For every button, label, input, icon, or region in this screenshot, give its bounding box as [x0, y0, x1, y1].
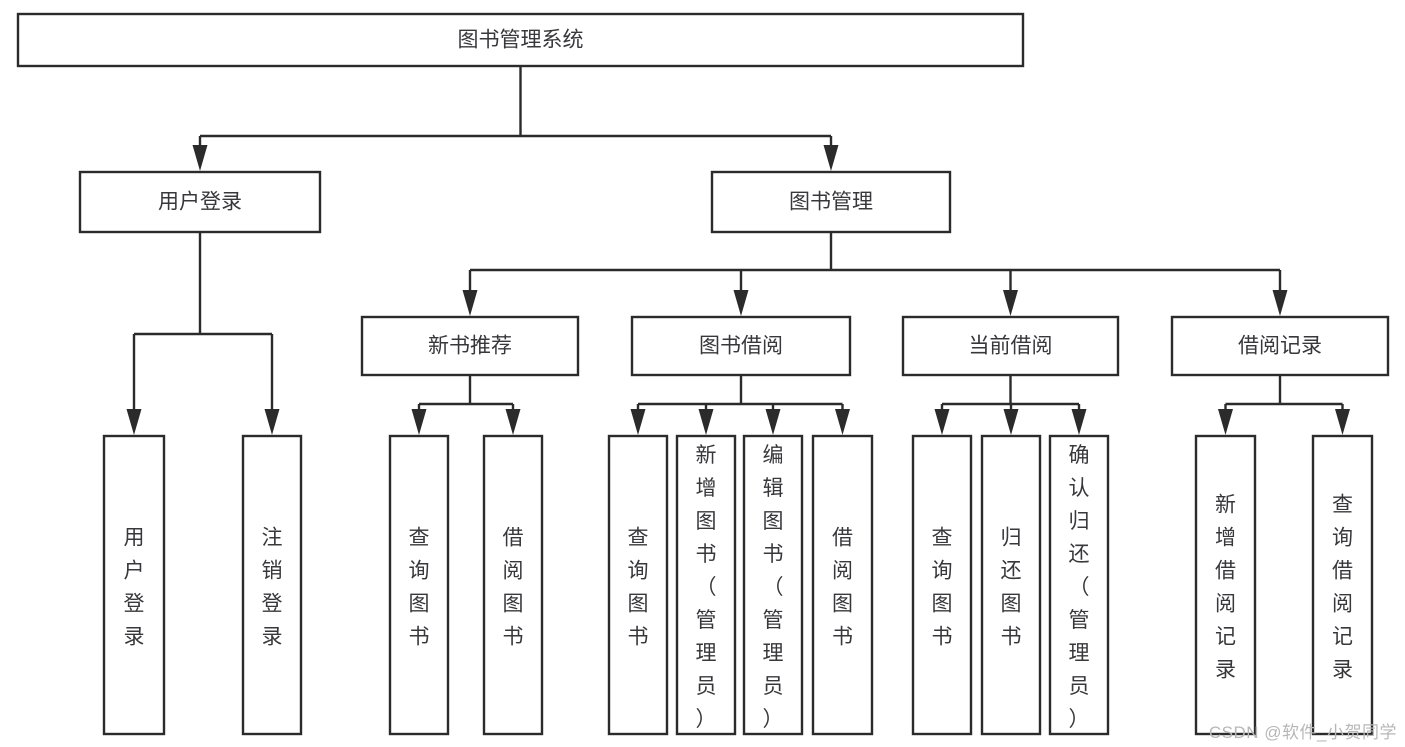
node-box-leaf-query-books-current[interactable]: [911, 434, 973, 736]
node-leaf-add-book-admin[interactable]: 新增图书（管理员）: [675, 434, 737, 736]
node-leaf-confirm-return-admin[interactable]: 确认归还（管理员）: [1048, 434, 1110, 736]
node-label-book-management: 图书管理: [789, 191, 873, 214]
node-box-leaf-return-book[interactable]: [980, 434, 1042, 736]
node-label-leaf-query-borrow-record: 查询借阅记录: [1332, 494, 1353, 682]
node-box-new-book-recommend[interactable]: [360, 315, 580, 377]
node-label-current-borrow: 当前借阅: [969, 335, 1053, 358]
node-label-new-book-recommend: 新书推荐: [428, 335, 512, 358]
node-book-management[interactable]: 图书管理: [710, 170, 952, 234]
node-leaf-borrow-books-recommend[interactable]: 借阅图书: [482, 434, 544, 736]
node-leaf-query-borrow-record[interactable]: 查询借阅记录: [1311, 434, 1374, 736]
node-label-leaf-edit-book-admin: 编辑图书（管理员）: [763, 444, 784, 731]
node-leaf-edit-book-admin[interactable]: 编辑图书（管理员）: [742, 434, 804, 736]
node-label-leaf-return-book: 归还图书: [1001, 527, 1022, 649]
node-label-leaf-add-borrow-record: 新增借阅记录: [1215, 494, 1236, 682]
node-box-borrow-records[interactable]: [1170, 315, 1390, 377]
node-leaf-borrow-book[interactable]: 借阅图书: [811, 434, 874, 736]
node-label-leaf-logout: 注销登录: [262, 527, 283, 649]
connectors-layer: [126, 66, 1350, 435]
connector-group-borrow-records: [1218, 375, 1350, 435]
node-leaf-user-login[interactable]: 用户登录: [102, 434, 166, 736]
node-user-login[interactable]: 用户登录: [78, 170, 322, 234]
connector-group-book-borrow: [630, 375, 850, 435]
watermark-text: CSDN @软件_小贺同学: [1208, 723, 1397, 742]
node-box-book-borrow[interactable]: [630, 315, 852, 377]
node-box-leaf-user-login[interactable]: [102, 434, 166, 736]
node-label-leaf-user-login: 用户登录: [124, 527, 145, 649]
node-box-root[interactable]: [16, 12, 1025, 68]
connector-group-current-borrow: [934, 375, 1087, 435]
node-leaf-add-borrow-record[interactable]: 新增借阅记录: [1194, 434, 1257, 736]
node-leaf-logout[interactable]: 注销登录: [241, 434, 303, 736]
connector-group-root: [192, 66, 839, 171]
node-label-leaf-borrow-book: 借阅图书: [832, 527, 853, 649]
node-label-root: 图书管理系统: [458, 29, 584, 52]
node-box-leaf-add-book-admin[interactable]: [675, 434, 737, 736]
node-leaf-query-books-recommend[interactable]: 查询图书: [388, 434, 450, 736]
node-box-leaf-edit-book-admin[interactable]: [742, 434, 804, 736]
node-box-leaf-query-books-borrow[interactable]: [607, 434, 669, 736]
nodes-layer: 图书管理系统用户登录图书管理新书推荐图书借阅当前借阅借阅记录用户登录注销登录查询…: [16, 12, 1390, 736]
node-label-borrow-records: 借阅记录: [1238, 335, 1322, 358]
node-label-user-login: 用户登录: [158, 191, 242, 214]
node-box-leaf-query-borrow-record[interactable]: [1311, 434, 1374, 736]
connector-group-user-login: [126, 232, 280, 435]
node-box-current-borrow[interactable]: [901, 315, 1120, 377]
node-box-leaf-query-books-recommend[interactable]: [388, 434, 450, 736]
node-label-book-borrow: 图书借阅: [699, 335, 783, 358]
node-leaf-return-book[interactable]: 归还图书: [980, 434, 1042, 736]
node-box-leaf-confirm-return-admin[interactable]: [1048, 434, 1110, 736]
node-box-leaf-borrow-books-recommend[interactable]: [482, 434, 544, 736]
node-label-leaf-query-books-current: 查询图书: [932, 527, 953, 649]
node-box-leaf-add-borrow-record[interactable]: [1194, 434, 1257, 736]
node-box-leaf-logout[interactable]: [241, 434, 303, 736]
node-box-leaf-borrow-book[interactable]: [811, 434, 874, 736]
node-label-leaf-add-book-admin: 新增图书（管理员）: [696, 444, 717, 731]
node-label-leaf-confirm-return-admin: 确认归还（管理员）: [1069, 444, 1090, 731]
node-book-borrow[interactable]: 图书借阅: [630, 315, 852, 377]
connector-group-new-book-recommend: [411, 375, 521, 435]
node-borrow-records[interactable]: 借阅记录: [1170, 315, 1390, 377]
connector-group-book-management: [462, 232, 1288, 316]
node-label-leaf-query-books-recommend: 查询图书: [409, 527, 430, 649]
node-box-book-management[interactable]: [710, 170, 952, 234]
node-root[interactable]: 图书管理系统: [16, 12, 1025, 68]
node-box-user-login[interactable]: [78, 170, 322, 234]
node-leaf-query-books-current[interactable]: 查询图书: [911, 434, 973, 736]
node-current-borrow[interactable]: 当前借阅: [901, 315, 1120, 377]
node-label-leaf-query-books-borrow: 查询图书: [628, 527, 649, 649]
node-label-leaf-borrow-books-recommend: 借阅图书: [503, 527, 524, 649]
node-new-book-recommend[interactable]: 新书推荐: [360, 315, 580, 377]
node-leaf-query-books-borrow[interactable]: 查询图书: [607, 434, 669, 736]
